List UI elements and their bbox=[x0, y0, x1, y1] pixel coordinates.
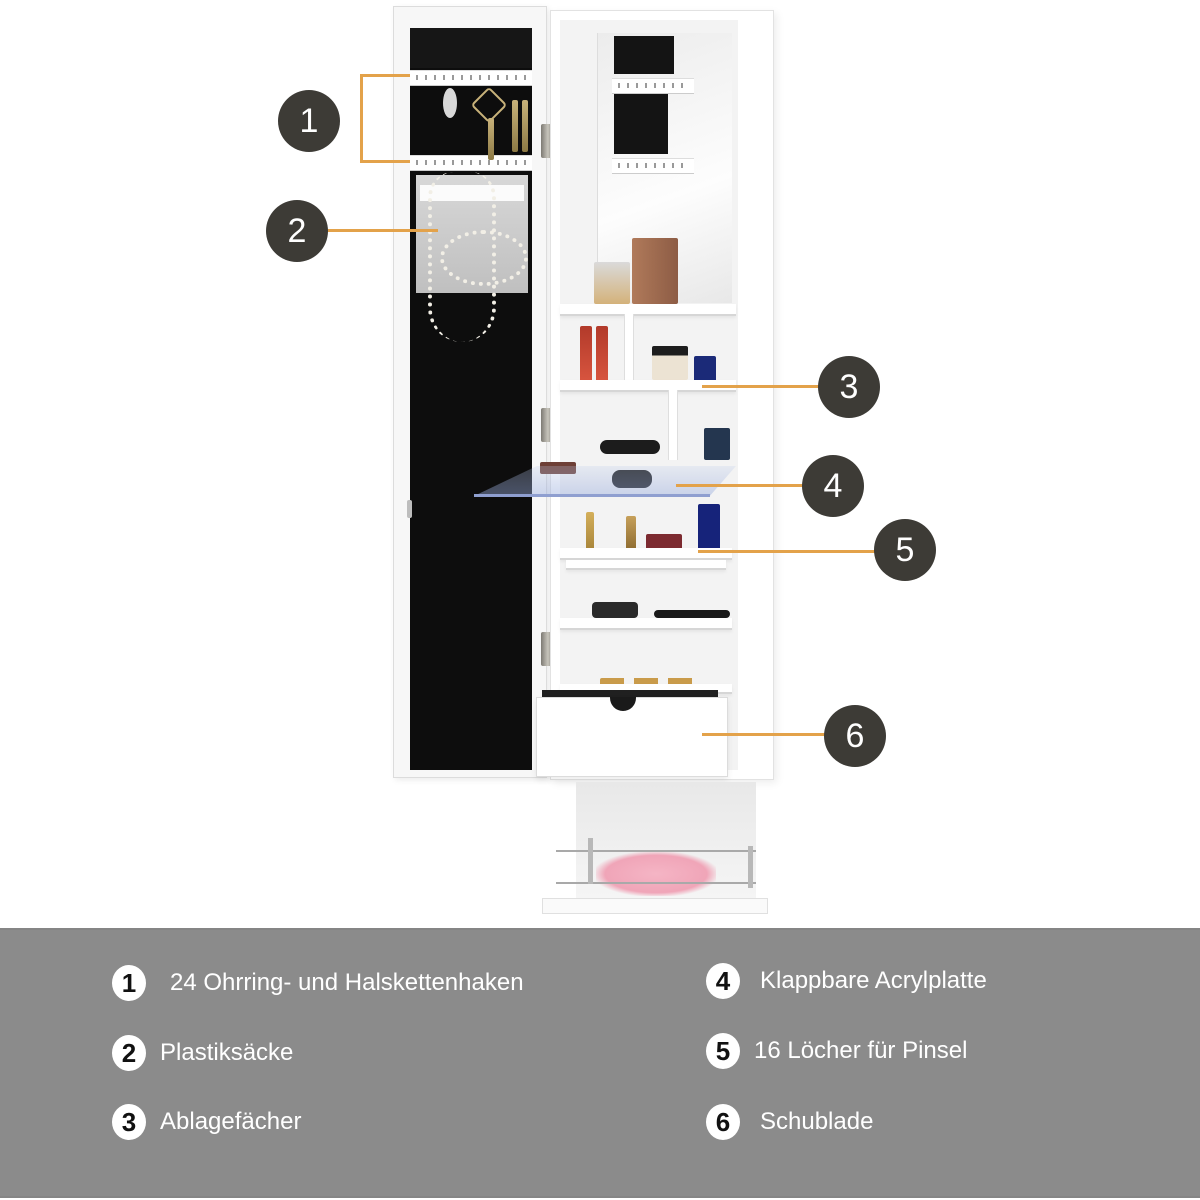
cosmetic-bottle bbox=[698, 504, 720, 550]
shelf-4 bbox=[560, 618, 732, 630]
leader-line-2 bbox=[326, 229, 438, 232]
leader-line-3 bbox=[702, 385, 824, 388]
legend-item-4: 4 Klappbare Acrylplatte bbox=[706, 961, 987, 1001]
earring-tassel bbox=[522, 100, 528, 152]
number-badge-4: 4 bbox=[706, 963, 740, 999]
shelf-divider bbox=[624, 314, 634, 380]
drawer-interior bbox=[542, 690, 718, 698]
legend-item-6: 6 Schublade bbox=[706, 1102, 873, 1142]
shelf-2 bbox=[560, 380, 736, 392]
earring-crystal bbox=[443, 88, 457, 118]
legend-item-5: 5 16 Löcher für Pinsel bbox=[706, 1031, 967, 1071]
reflected-hook-bar bbox=[612, 78, 694, 94]
number-badge-3: 3 bbox=[112, 1104, 146, 1140]
acrylic-tray-edge bbox=[474, 494, 710, 497]
hair-clip bbox=[654, 610, 730, 618]
callout-4: 4 bbox=[802, 455, 864, 517]
compact-case bbox=[612, 470, 652, 488]
number-badge-1: 1 bbox=[112, 965, 146, 1001]
legend-label: 24 Ohrring- und Halskettenhaken bbox=[170, 969, 524, 996]
cosmetic-box bbox=[704, 428, 730, 460]
callout-1: 1 bbox=[278, 90, 340, 152]
metal-rail-top bbox=[556, 850, 756, 852]
door-top-compartment bbox=[410, 28, 532, 68]
lip-gloss bbox=[580, 326, 592, 382]
earring-hook-bar-top bbox=[410, 70, 532, 86]
legend-label: 16 Löcher für Pinsel bbox=[754, 1037, 968, 1064]
number-badge-6: 6 bbox=[706, 1104, 740, 1140]
legend-item-1: 1 24 Ohrring- und Halskettenhaken bbox=[112, 963, 524, 1003]
callout-2: 2 bbox=[266, 200, 328, 262]
pearl-necklace-loop bbox=[440, 230, 528, 286]
brush-hole-shelf bbox=[560, 548, 732, 560]
shelf-divider bbox=[668, 390, 678, 460]
leader-line-1 bbox=[360, 74, 410, 77]
perfume-bottle bbox=[594, 262, 630, 304]
door-latch bbox=[407, 500, 412, 518]
serum-bottle bbox=[694, 356, 716, 382]
metal-rail-bottom bbox=[556, 882, 756, 884]
door-black-lining bbox=[410, 28, 532, 770]
blush-palette bbox=[540, 462, 576, 474]
callout-6: 6 bbox=[824, 705, 886, 767]
gold-jewelry bbox=[600, 678, 700, 686]
lipstick bbox=[626, 516, 636, 550]
legend-label: Schublade bbox=[760, 1108, 874, 1135]
lipstick bbox=[586, 512, 594, 550]
leader-line-5 bbox=[698, 550, 878, 553]
legend-item-3: 3 Ablagefächer bbox=[112, 1102, 301, 1142]
leader-line-1 bbox=[360, 74, 363, 162]
cosmetic-box bbox=[646, 534, 682, 550]
earring-tassel bbox=[512, 100, 518, 152]
pink-towel bbox=[596, 852, 716, 896]
number-badge-5: 5 bbox=[706, 1033, 740, 1069]
sunglasses bbox=[600, 440, 660, 454]
callout-5: 5 bbox=[874, 519, 936, 581]
leader-line-4 bbox=[676, 484, 808, 487]
drawer bbox=[536, 697, 728, 777]
rail-bracket bbox=[748, 846, 753, 888]
number-badge-2: 2 bbox=[112, 1035, 146, 1071]
earring-hook-bar-bottom bbox=[410, 155, 532, 171]
reflected-hook-bar bbox=[612, 158, 694, 174]
leader-line-1 bbox=[360, 160, 410, 163]
mirror-reflection-box bbox=[614, 36, 674, 74]
bottom-shelf bbox=[542, 898, 768, 914]
foundation-tubes bbox=[632, 238, 678, 304]
leader-line-6 bbox=[702, 733, 828, 736]
lip-gloss bbox=[596, 326, 608, 382]
cream-jar bbox=[652, 346, 688, 380]
earring-tassel bbox=[488, 118, 494, 160]
brush-hole-rail bbox=[566, 560, 726, 570]
shelf-1 bbox=[560, 304, 736, 316]
legend-label: Plastiksäcke bbox=[160, 1039, 294, 1066]
mirror-reflection-lining bbox=[614, 94, 668, 154]
legend-item-2: 2 Plastiksäcke bbox=[112, 1033, 293, 1073]
drawer-pull-notch bbox=[610, 697, 636, 711]
rail-bracket bbox=[588, 838, 593, 884]
legend-label: Ablagefächer bbox=[160, 1108, 302, 1135]
legend-label: Klappbare Acrylplatte bbox=[760, 967, 987, 994]
callout-3: 3 bbox=[818, 356, 880, 418]
powder-compact bbox=[592, 602, 638, 618]
feature-legend: 1 24 Ohrring- und Halskettenhaken 2 Plas… bbox=[0, 928, 1200, 1198]
